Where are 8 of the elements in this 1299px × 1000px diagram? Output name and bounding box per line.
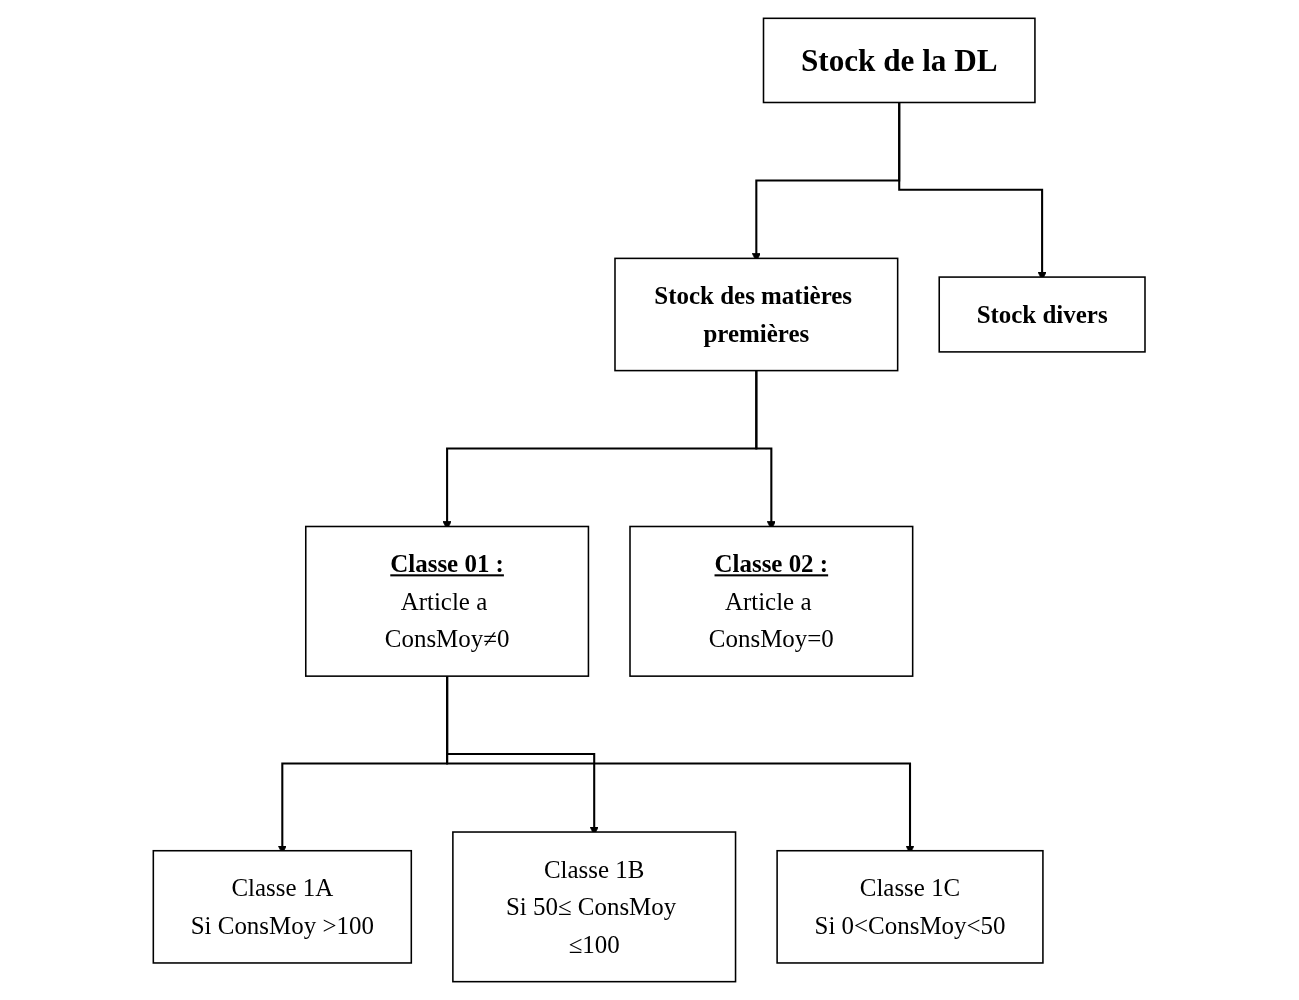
node-box: Classe 01 : Article a ConsMoy≠0: [305, 525, 590, 677]
node-box: Classe 1B Si 50≤ ConsMoy ≤100: [452, 831, 737, 983]
node-box: Classe 1A Si ConsMoy >100: [152, 849, 413, 964]
node-box: Stock des matières premières: [614, 257, 899, 372]
node-box: Classe 02 : Article a ConsMoy=0: [629, 525, 914, 677]
node-box: Classe 1C Si 0<ConsMoy<50: [776, 849, 1045, 964]
node-box: Stock de la DL: [763, 17, 1037, 104]
node-box: Stock divers: [938, 276, 1147, 353]
